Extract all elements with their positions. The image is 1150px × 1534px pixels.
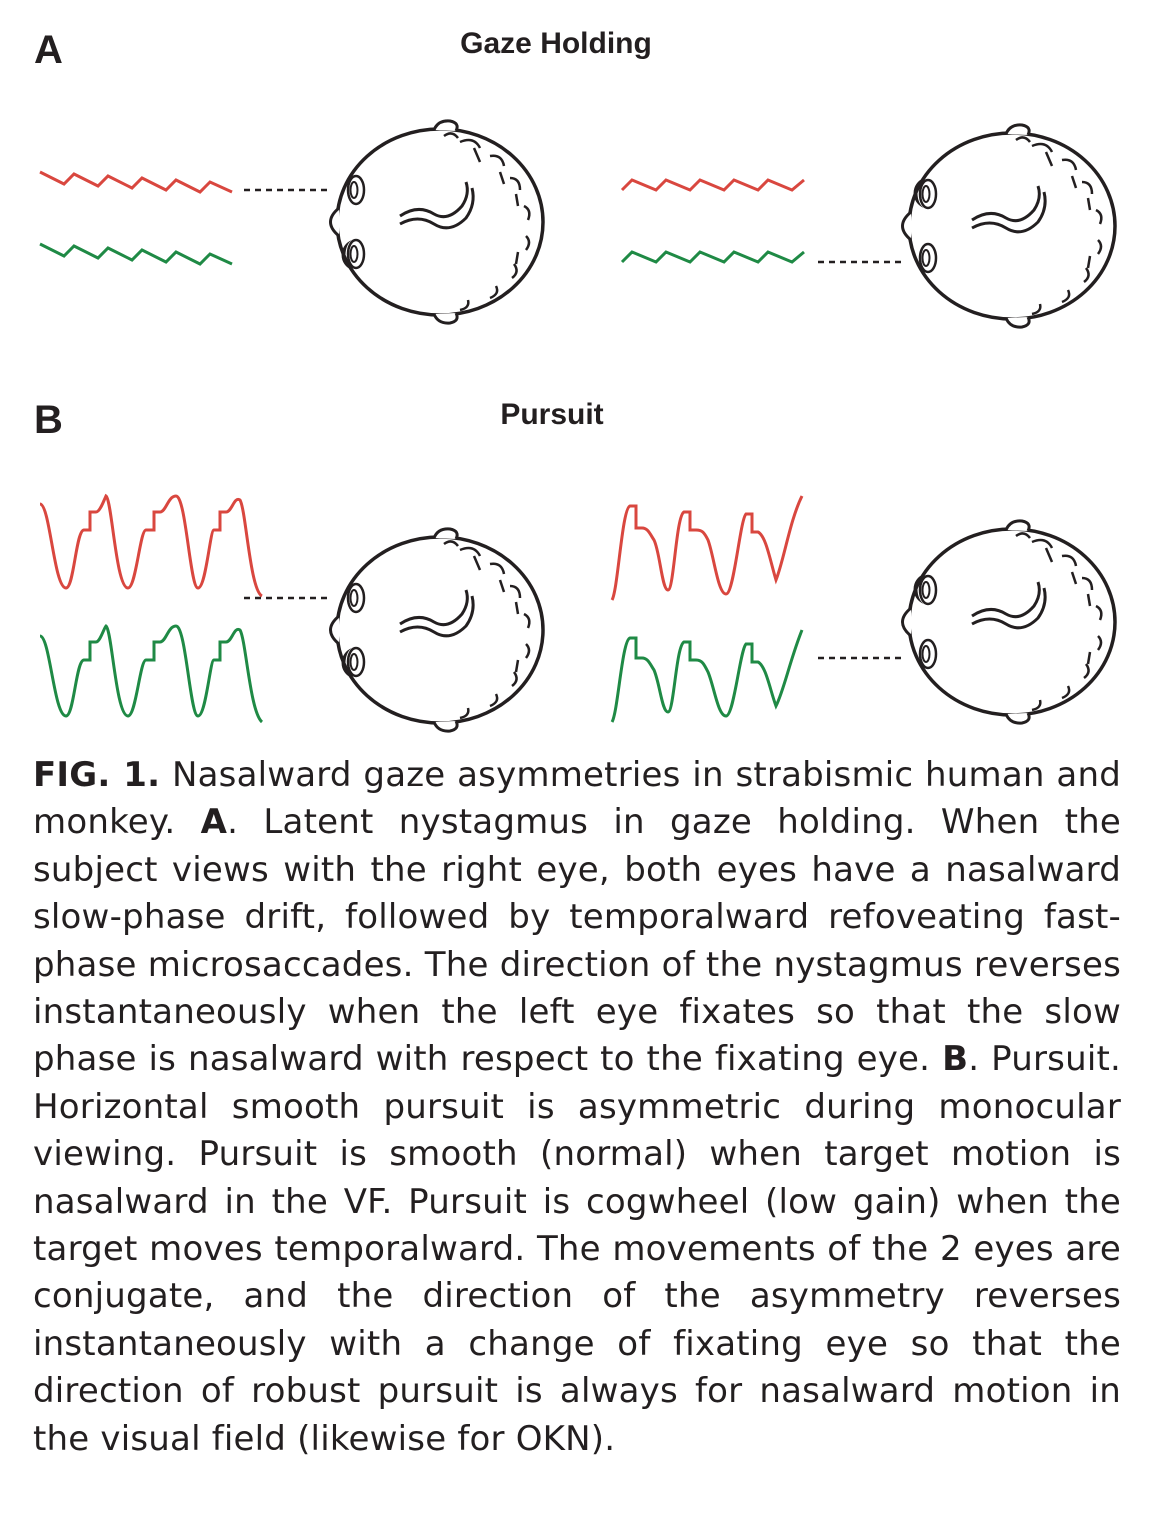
trace-b-left-red bbox=[38, 493, 264, 598]
caption-intro: Nasalward gaze asymmetries in strabismic… bbox=[33, 755, 1121, 843]
caption-b-text: . Pursuit. Horizontal smooth pursuit is … bbox=[33, 1039, 1122, 1459]
trace-a-left-red bbox=[39, 170, 233, 194]
head-a-right-icon bbox=[900, 123, 1117, 329]
caption-a-text: . Latent nystagmus in gaze holding. When… bbox=[33, 802, 1121, 1080]
trace-b-right-red bbox=[610, 495, 804, 601]
figure-caption: FIG. 1. Nasalward gaze asymmetries in st… bbox=[33, 752, 1121, 1463]
trace-b-right-green bbox=[610, 629, 804, 723]
trace-a-right-green bbox=[620, 250, 805, 264]
caption-a-label: A bbox=[200, 802, 228, 843]
caption-b-label: B bbox=[942, 1039, 969, 1080]
head-b-left-icon bbox=[328, 527, 545, 733]
panel-a-title: Gaze Holding bbox=[460, 27, 652, 60]
panel-b-title: Pursuit bbox=[500, 398, 604, 431]
panel-b-letter: B bbox=[34, 398, 63, 442]
figure-illustration bbox=[38, 119, 1117, 733]
trace-a-left-green bbox=[39, 242, 233, 266]
caption-fig-label: FIG. 1. bbox=[33, 755, 161, 795]
panel-a-letter: A bbox=[34, 28, 63, 72]
head-a-left-icon bbox=[328, 119, 545, 325]
trace-b-left-green bbox=[39, 624, 264, 724]
head-b-right-icon bbox=[900, 519, 1117, 725]
trace-a-right-red bbox=[620, 178, 805, 192]
